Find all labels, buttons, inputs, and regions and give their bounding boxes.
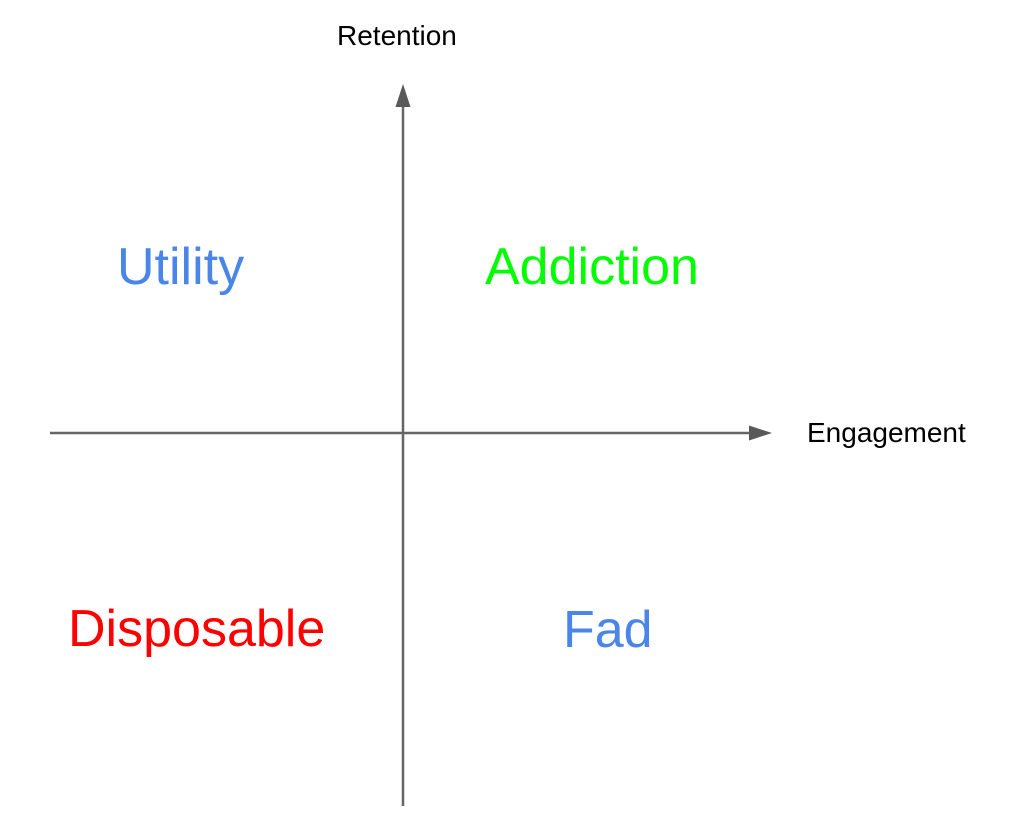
- up-arrowhead-icon: [395, 84, 411, 107]
- quadrant-label-top-right: Addiction: [485, 238, 699, 296]
- y-axis-label: Retention: [337, 20, 457, 51]
- quadrant-label-bottom-right: Fad: [563, 601, 653, 659]
- x-axis-label: Engagement: [807, 417, 966, 448]
- right-arrowhead-icon: [749, 425, 772, 441]
- quadrant-label-bottom-left: Disposable: [68, 600, 326, 658]
- quadrant-label-top-left: Utility: [117, 238, 245, 296]
